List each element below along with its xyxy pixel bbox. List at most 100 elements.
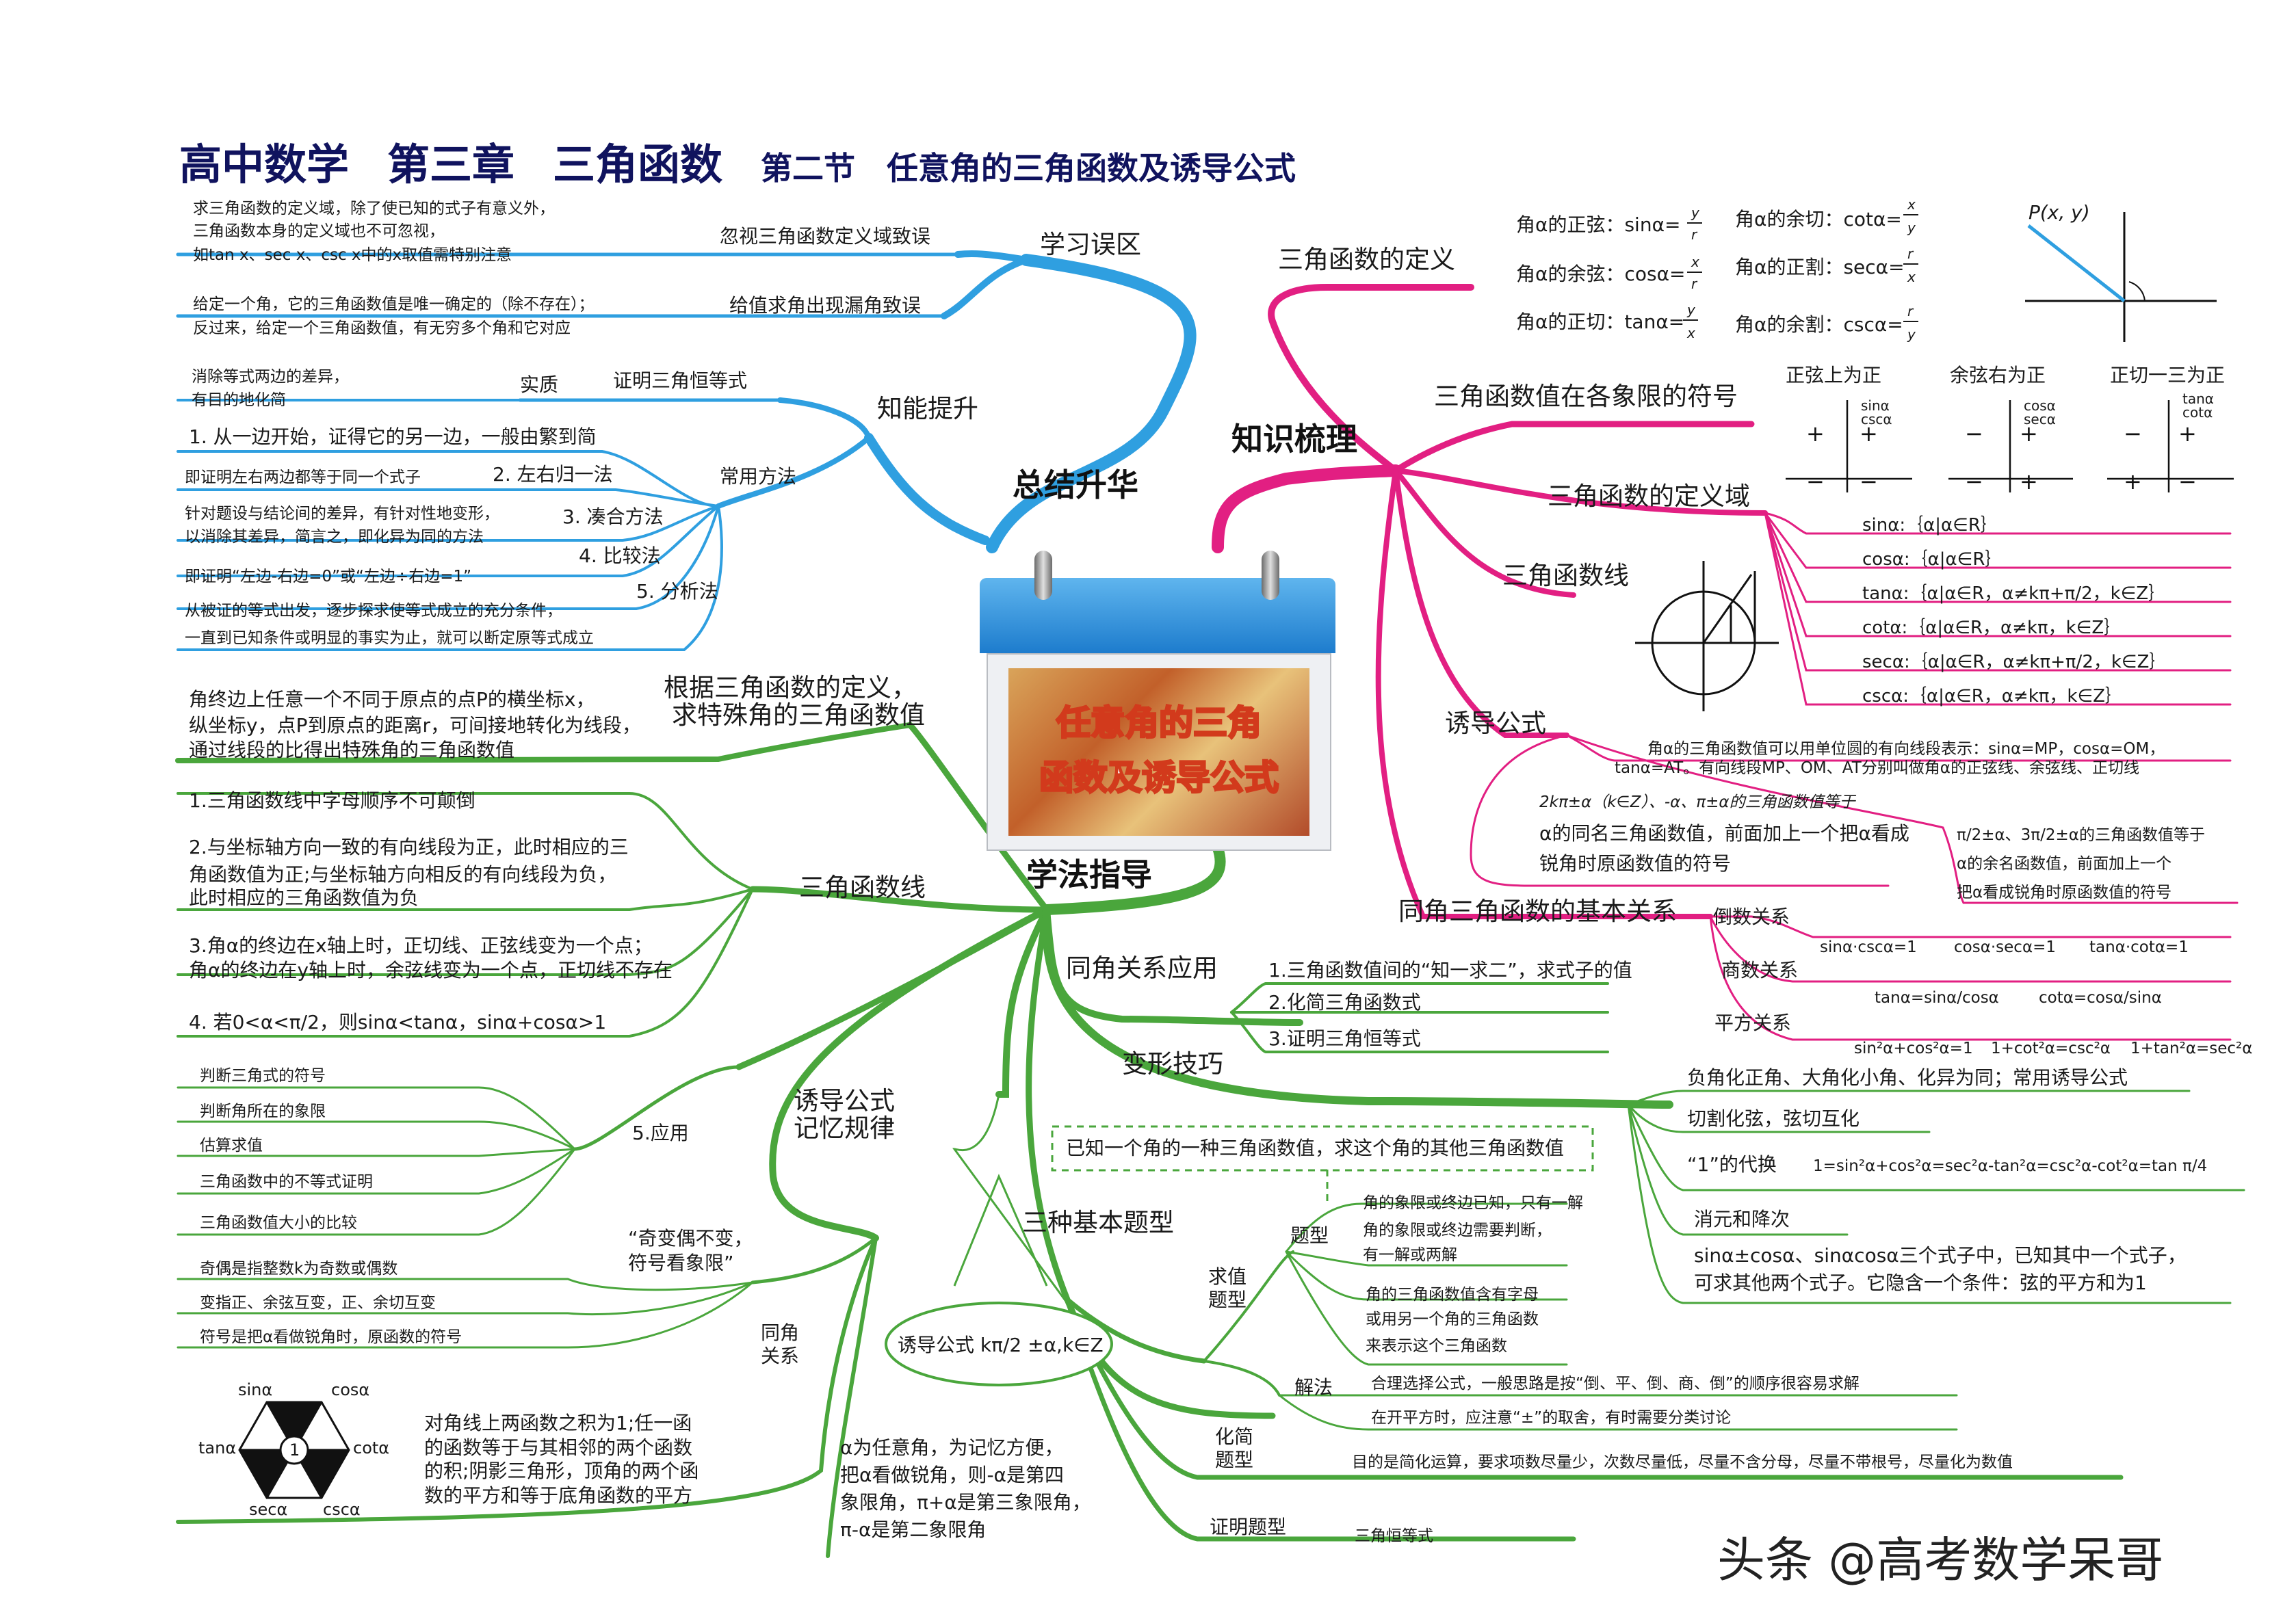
node-odd-a: “奇变偶不变，	[628, 1227, 753, 1250]
svg-text:−: −	[2124, 421, 2142, 447]
jf-1: 合理选择公式，一般思路是按“倒、平、倒、商、倒”的顺序很容易求解	[1371, 1375, 1860, 1393]
trans-7: 可求其他两个式子。它隐含一个条件：弦的平方和为1	[1694, 1271, 2147, 1294]
note-essence-b: 有目的地化简	[192, 391, 286, 409]
svg-text:−: −	[1860, 469, 1878, 495]
svg-text:−: −	[1965, 421, 1983, 447]
def-cos: 角α的余弦：cosα=	[1516, 263, 1686, 285]
frac-cot-den: y	[1907, 220, 1916, 236]
odd-2: 变指正、余弦互变，正、余切互变	[200, 1294, 436, 1312]
hex-note-d: 数的平方和等于底角函数的平方	[424, 1484, 692, 1507]
svg-text:+: +	[2124, 469, 2142, 495]
tline-4: 4. 若0<α<π/2，则sinα<tanα，sinα+cosα>1	[189, 1011, 606, 1033]
node-induction: 诱导公式	[1445, 709, 1546, 738]
frac-sin-num: y	[1691, 205, 1700, 221]
unit-circle-figure	[1635, 561, 1779, 711]
svg-text:−: −	[1806, 469, 1825, 495]
note-method-4: 即证明“左边-右边=0”或“左边÷右边=1”	[185, 568, 471, 585]
node-rule-b: 记忆规律	[794, 1113, 895, 1143]
calendar-ring-right	[1262, 551, 1279, 600]
sign-head-sin: 正弦上为正	[1786, 364, 1881, 386]
domain-list: sinα:｛α|α∈R｝ cosα:｛α|α∈R｝ tanα:｛α|α∈R，α≠…	[1862, 515, 2167, 707]
trans-5: 消元和降次	[1694, 1208, 1790, 1230]
tline-2c: 此时相应的三角函数值为负	[189, 886, 419, 909]
node-signs: 三角函数值在各象限的符号	[1434, 382, 1738, 411]
apply-1: 1.三角函数值间的“知一求二”，求式子的值	[1268, 959, 1632, 981]
app-3: 估算求值	[200, 1137, 263, 1155]
node-method-4: 4. 比较法	[579, 544, 661, 567]
note-mistake-2a: 给定一个角，它的三角函数值是唯一确定的（除不存在）；	[193, 295, 595, 313]
node-application: 5.应用	[632, 1122, 689, 1144]
def-tan: 角α的正切：tanα=	[1516, 311, 1684, 333]
point-label: P(x, y)	[2028, 201, 2090, 224]
tx-3: 有一解或两解	[1363, 1246, 1457, 1264]
domain-sin: sinα:｛α|α∈R｝	[1862, 515, 1998, 536]
domain-csc: cscα:｛α|α∈R，α≠kπ，k∈Z｝	[1862, 686, 2123, 707]
ind2-a: π/2±α、3π/2±α的三角函数值等于	[1957, 826, 2205, 844]
frac-csc-num: r	[1907, 303, 1914, 319]
node-domain: 三角函数的定义域	[1548, 482, 1750, 511]
app-4: 三角函数中的不等式证明	[200, 1173, 373, 1191]
trans-2: 切割化弦，弦切互化	[1687, 1107, 1860, 1130]
sign-fn-cot: cotα	[2182, 404, 2213, 421]
node-trig-line: 三角函数线	[1502, 561, 1629, 590]
definition-formulas: 角α的正弦：sinα= 角α的余弦：cosα= 角α的正切：tanα= 角α的余…	[1516, 196, 1918, 343]
title-subject: 高中数学	[179, 140, 350, 189]
odd-1: 奇偶是指整数k为奇数或偶数	[200, 1260, 397, 1278]
calendar-graphic: 任意角的三角 函数及诱导公式	[980, 551, 1335, 852]
sign-fn-sec: secα	[2024, 411, 2056, 427]
frac-cos-num: x	[1691, 254, 1699, 270]
node-special-a: 根据三角函数的定义，	[664, 673, 917, 702]
frac-cot-num: x	[1907, 196, 1916, 213]
node-method-2: 2. 左右归一法	[493, 463, 613, 486]
line-note-b: tanα=AT。有向线段MP、OM、AT分别叫做角α的正弦线、余弦线、正切线	[1615, 759, 2139, 777]
frac-tan-den: x	[1686, 325, 1695, 341]
node-tline: 三角函数线	[799, 873, 926, 902]
ind1-c: 锐角时原函数值的符号	[1539, 852, 1731, 875]
note-mistake-1b: 三角函数本身的定义域也不可忽视，	[193, 222, 445, 240]
title-chapter: 第三章	[387, 140, 515, 189]
app-5: 三角函数值大小的比较	[200, 1214, 357, 1232]
domain-sec: secα:｛α|α∈R，α≠kπ+π/2，k∈Z｝	[1862, 652, 2167, 672]
recip-1: sinα·cscα=1	[1820, 938, 1917, 956]
hex-note-a: 对角线上两函数之积为1;任一函	[424, 1412, 692, 1434]
tline-2b: 角函数值为正;与坐标轴方向相反的有向线段为负，	[189, 863, 616, 886]
dashed-known-box	[1051, 1125, 1594, 1172]
hub-method: 学法指导	[1026, 856, 1152, 893]
tx-6: 来表示这个三角函数	[1366, 1337, 1507, 1355]
unit-axis-figure	[2025, 212, 2217, 342]
node-tx: 题型	[1290, 1224, 1329, 1247]
note-method-3b: 以消除其差异，简言之，即化异为同的方法	[185, 528, 484, 546]
node-qz-b: 题型	[1208, 1289, 1247, 1311]
def-sec: 角α的正割：secα=	[1735, 256, 1905, 278]
node-basic-relations: 同角三角函数的基本关系	[1398, 897, 1677, 926]
tline-2a: 2.与坐标轴方向一致的有向线段为正，此时相应的三	[189, 836, 629, 858]
jf-2: 在开平方时，应注意“±”的取舍，有时需要分类讨论	[1371, 1409, 1731, 1427]
special-note-b: 纵坐标y，点P到原点的距离r，可间接地转化为线段，	[189, 714, 641, 737]
note-mistake-2b: 反过来，给定一个三角函数值，有无穷多个角和它对应	[193, 319, 571, 337]
node-square: 平方关系	[1714, 1012, 1791, 1034]
sign-head-tan: 正切一三为正	[2110, 364, 2225, 386]
tx-2: 角的象限或终边需要判断，	[1363, 1222, 1552, 1239]
tx-5: 或用另一个角的三角函数	[1366, 1310, 1539, 1328]
frac-sec-den: x	[1907, 269, 1916, 285]
ind1-a: 2kπ±α（k∈Z）、-α、π±α的三角函数值等于	[1539, 793, 1857, 811]
ind2-b: α的余名函数值，前面加上一个	[1957, 855, 2171, 873]
formula-label: 诱导公式 kπ/2 ±α,k∈Z	[898, 1334, 1104, 1356]
quot-1: tanα=sinα/cosα	[1875, 989, 1999, 1007]
node-special-b: 求特殊角的三角函数值	[672, 700, 925, 730]
ind2-c: 把α看成锐角时原函数值的符号	[1957, 884, 2171, 901]
watermark: 头条 @高考数学呆哥	[1717, 1532, 2164, 1588]
node-same-a: 同角	[761, 1321, 799, 1344]
node-zm: 证明题型	[1210, 1516, 1286, 1538]
hex-csc: cscα	[323, 1500, 361, 1519]
title-section: 第二节	[761, 150, 856, 187]
trans-1: 负角化正角、大角化小角、化异为同；常用诱导公式	[1687, 1066, 2128, 1089]
note-essence-a: 消除等式两边的差异，	[192, 368, 349, 386]
def-sin: 角α的正弦：sinα=	[1516, 213, 1681, 236]
known-box-text: 已知一个角的一种三角函数值，求这个角的其他三角函数值	[1066, 1137, 1564, 1159]
note-method-3a: 针对题设与结论间的差异，有针对性地变形，	[185, 505, 499, 523]
svg-text:+: +	[2020, 421, 2038, 447]
odd-3: 符号是把α看做锐角时，原函数的符号	[200, 1328, 462, 1346]
note-method-2: 即证明左右两边都等于同一个式子	[185, 469, 421, 486]
